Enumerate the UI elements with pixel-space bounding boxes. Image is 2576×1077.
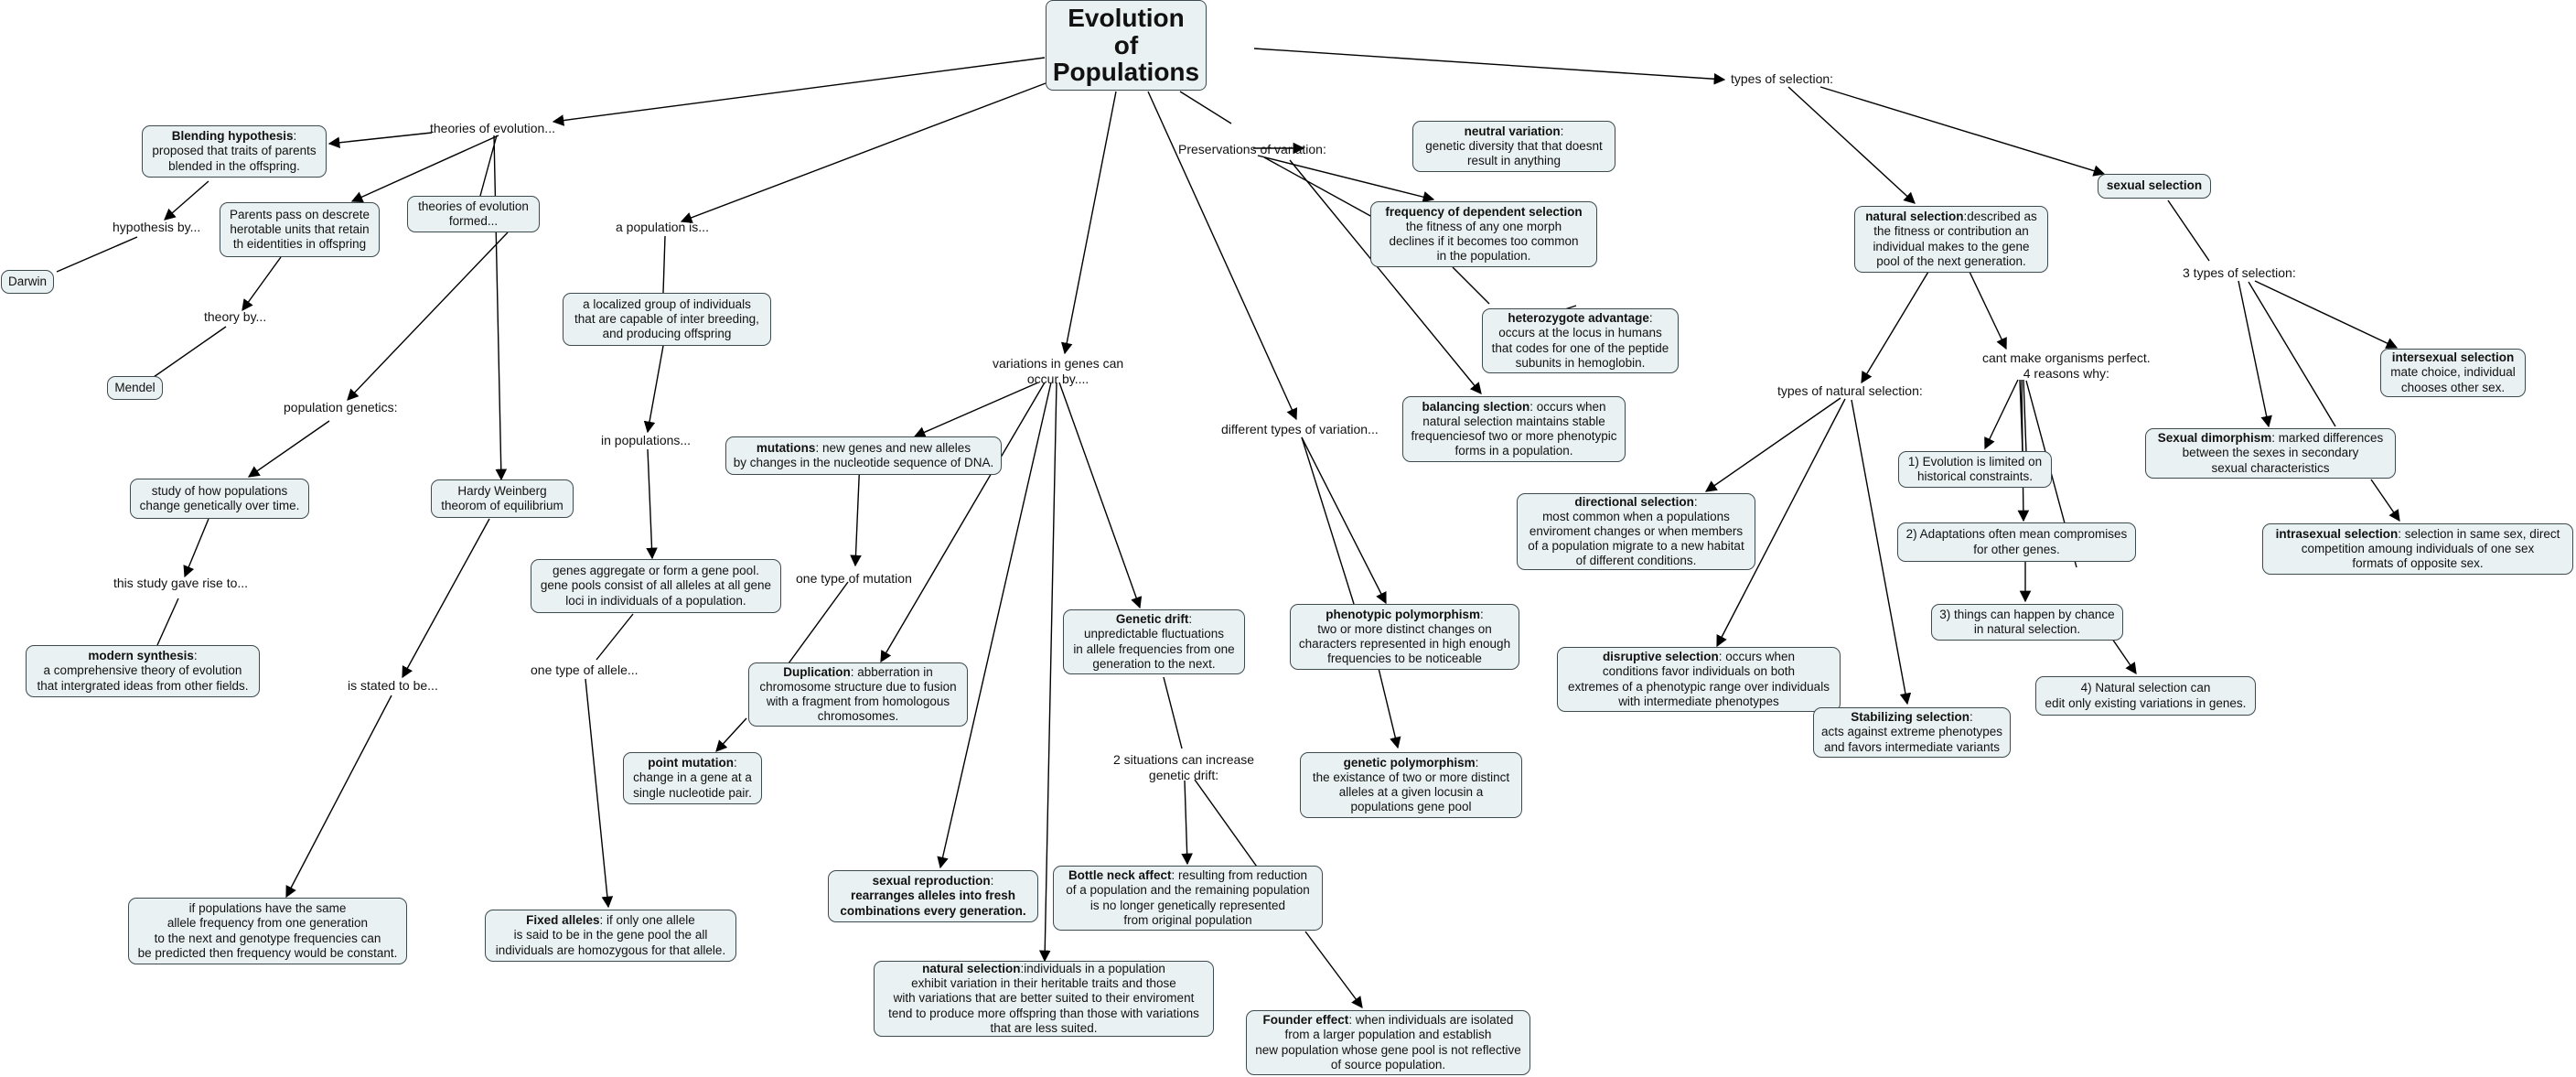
label-is-stated[interactable]: is stated to be... [348,678,438,693]
node-reason-2[interactable]: 2) Adaptations often mean compromises fo… [1897,522,2136,562]
label-population-genetics[interactable]: population genetics: [284,400,398,415]
node-mutations[interactable]: mutations: new genes and new alleles by … [725,436,1002,475]
root-line-1: Evolution [1068,4,1185,33]
node-darwin[interactable]: Darwin [1,270,54,294]
node-sexual-reproduction[interactable]: sexual reproduction: rearranges alleles … [828,870,1038,922]
label-one-type-allele[interactable]: one type of allele... [531,662,639,677]
label-theory-by[interactable]: theory by... [204,309,267,324]
node-study-of-how[interactable]: study of how populations change genetica… [130,479,309,519]
blending-hypothesis-title: Blending hypothesis [171,129,294,144]
node-blending-hypothesis[interactable]: Blending hypothesis: proposed that trait… [142,125,327,178]
node-point-mutation[interactable]: point mutation: change in a gene at a si… [623,752,762,804]
root-line-3: Populations [1052,58,1200,87]
node-intrasexual-selection[interactable]: intrasexual selection: selection in same… [2262,523,2573,575]
node-hardy-weinberg[interactable]: Hardy Weinberg theorom of equilibrium [431,479,574,518]
label-theories-of-evolution[interactable]: theories of evolution... [430,121,555,135]
node-fixed-alleles[interactable]: Fixed alleles: if only one allele is sai… [485,910,736,962]
node-bottle-neck[interactable]: Bottle neck affect: resulting from reduc… [1053,866,1323,931]
label-hypothesis-by[interactable]: hypothesis by... [113,220,201,234]
node-disruptive-selection[interactable]: disruptive selection: occurs when condit… [1557,647,1841,712]
label-in-populations[interactable]: in populations... [601,433,692,447]
label-one-type-mutation[interactable]: one type of mutation [796,571,912,586]
node-heterozygote-advantage[interactable]: heterozygote advantage: occurs at the lo… [1482,308,1679,373]
node-neutral-variation[interactable]: neutral variation: genetic diversity tha… [1412,121,1615,172]
node-duplication[interactable]: Duplication: abberration in chromosome s… [748,662,968,727]
label-cant-make-perfect[interactable]: cant make organisms perfect. 4 reasons w… [1982,350,2151,381]
node-natural-selection[interactable]: natural selection:described as the fitne… [1854,206,2048,273]
node-balancing-selection[interactable]: balancing slection: occurs when natural … [1402,396,1626,462]
node-stabilizing-selection[interactable]: Stabilizing selection: acts against extr… [1813,707,2011,758]
node-sexual-selection[interactable]: sexual selection [2098,174,2211,199]
label-types-of-natural-selection[interactable]: types of natural selection: [1777,383,1923,398]
node-founder-effect[interactable]: Founder effect: when individuals are iso… [1246,1010,1530,1075]
node-genetic-polymorphism[interactable]: genetic polymorphism: the existance of t… [1300,752,1522,818]
label-two-situations[interactable]: 2 situations can increase genetic drift: [1113,752,1255,782]
label-this-study[interactable]: this study gave rise to... [113,576,249,590]
node-reason-1[interactable]: 1) Evolution is limited on historical co… [1898,451,2052,488]
node-if-populations[interactable]: if populations have the same allele freq… [128,898,407,964]
node-reason-4[interactable]: 4) Natural selection can edit only exist… [2035,676,2256,716]
root-node[interactable]: Evolution of Populations [1046,0,1207,91]
label-a-population-is[interactable]: a population is... [616,220,709,234]
node-modern-synthesis[interactable]: modern synthesis: a comprehensive theory… [26,645,260,697]
node-localized-group[interactable]: a localized group of individuals that ar… [563,293,771,346]
node-theories-formed[interactable]: theories of evolution formed... [407,196,540,232]
label-preservations[interactable]: Preservations of variation: [1178,142,1326,156]
node-frequency-dependent[interactable]: frequency of dependent selection the fit… [1370,201,1597,267]
node-mendel[interactable]: Mendel [107,376,163,400]
label-different-types[interactable]: different types of variation... [1221,422,1379,436]
node-reason-3[interactable]: 3) things can happen by chance in natura… [1931,604,2123,641]
root-line-2: of [1113,30,1139,59]
node-genes-aggregate[interactable]: genes aggregate or form a gene pool. gen… [531,559,781,613]
node-phenotypic-polymorphism[interactable]: phenotypic polymorphism: two or more dis… [1290,604,1519,670]
node-intersexual-selection[interactable]: intersexual selection mate choice, indiv… [2380,349,2526,397]
label-types-of-selection[interactable]: types of selection: [1731,71,1834,86]
label-three-types[interactable]: 3 types of selection: [2183,265,2296,280]
node-parents-pass[interactable]: Parents pass on descrete herotable units… [220,202,380,257]
label-variations-in-genes[interactable]: variations in genes can occur by.... [993,356,1124,386]
node-directional-selection[interactable]: directional selection: most common when … [1517,493,1755,570]
node-natural-selection-population[interactable]: natural selection:individuals in a popul… [874,961,1214,1037]
node-sexual-dimorphism[interactable]: Sexual dimorphism: marked differences be… [2145,428,2396,479]
node-genetic-drift[interactable]: Genetic drift: unpredictable fluctuation… [1063,609,1245,674]
